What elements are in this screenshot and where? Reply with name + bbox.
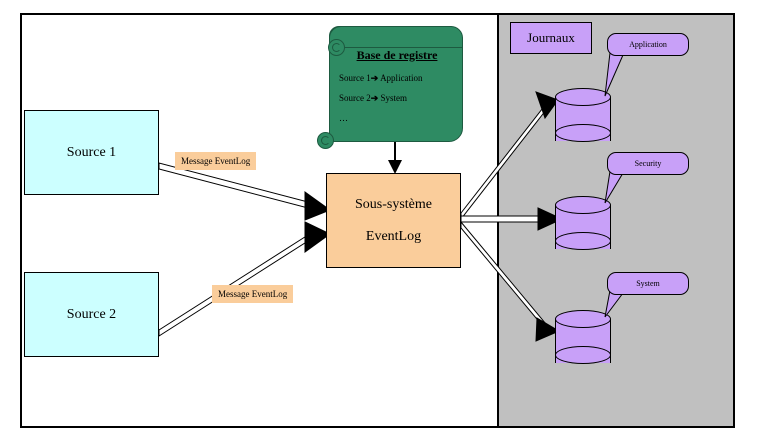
eventlog-subsystem-box[interactable]: Sous-système EventLog bbox=[326, 173, 461, 268]
registry-entry-1-source: Source 1 bbox=[339, 73, 371, 83]
callout-system[interactable]: System bbox=[607, 272, 689, 295]
cylinder-bottom-ellipse bbox=[555, 232, 611, 250]
security-log-cylinder[interactable] bbox=[555, 196, 611, 258]
system-log-cylinder[interactable] bbox=[555, 310, 611, 372]
cylinder-bottom-ellipse bbox=[555, 346, 611, 364]
registry-entry-2-target: System bbox=[380, 93, 408, 103]
source-1-label: Source 1 bbox=[66, 144, 117, 160]
registry-entry-1-target: Application bbox=[380, 73, 423, 83]
cylinder-bottom-ellipse bbox=[555, 124, 611, 142]
source-2-label: Source 2 bbox=[66, 306, 117, 322]
registry-entry-2-arrow-icon: ➔ bbox=[370, 93, 379, 103]
registry-title: Base de registre bbox=[356, 48, 438, 62]
message-eventlog-label-1: Message EventLog bbox=[175, 152, 257, 170]
cylinder-top-ellipse bbox=[555, 88, 611, 106]
cylinder-top-ellipse bbox=[555, 310, 611, 328]
cylinder-top-ellipse bbox=[555, 196, 611, 214]
registry-entry-2-source: Source 2 bbox=[339, 93, 371, 103]
subsystem-line-1: Sous-système bbox=[355, 196, 432, 212]
scroll-curl-top-icon bbox=[328, 39, 345, 56]
message-eventlog-label-2: Message EventLog bbox=[212, 285, 294, 303]
registry-entry-1: Source 1➔ Application bbox=[333, 73, 461, 84]
source-2-box[interactable]: Source 2 bbox=[24, 272, 159, 357]
registry-entry-2: Source 2➔ System bbox=[333, 93, 461, 104]
source-1-box[interactable]: Source 1 bbox=[24, 110, 159, 195]
registry-scroll-topbar bbox=[329, 26, 463, 48]
subsystem-line-2: EventLog bbox=[365, 228, 422, 244]
journals-panel bbox=[497, 13, 735, 428]
registry-content: Base de registre Source 1➔ Application S… bbox=[333, 48, 461, 132]
registry-entry-1-arrow-icon: ➔ bbox=[370, 73, 379, 83]
callout-application[interactable]: Application bbox=[607, 33, 689, 56]
journaux-label: Journaux bbox=[510, 22, 592, 54]
callout-security[interactable]: Security bbox=[607, 152, 689, 175]
registry-scroll[interactable]: Base de registre Source 1➔ Application S… bbox=[317, 18, 463, 149]
scroll-curl-bottom-icon bbox=[317, 132, 334, 149]
application-log-cylinder[interactable] bbox=[555, 88, 611, 150]
registry-ellipsis: … bbox=[339, 113, 348, 123]
